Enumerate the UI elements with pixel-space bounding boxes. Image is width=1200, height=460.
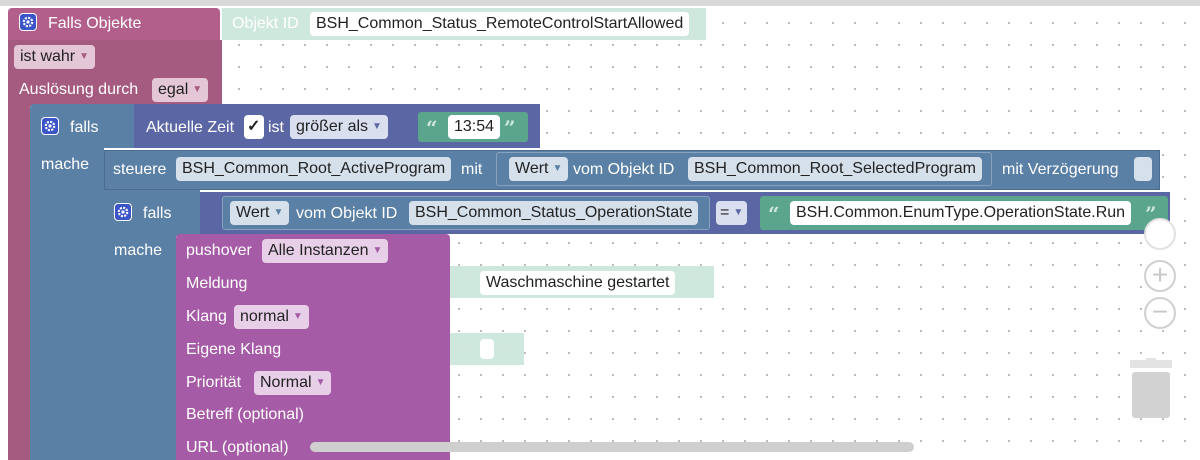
dropdown-arrow-icon: ▼	[372, 121, 382, 132]
source-object-field[interactable]: BSH_Common_Root_SelectedProgram	[688, 157, 982, 181]
of-object-label: vom Objekt ID	[296, 205, 398, 222]
delay-label: mit Verzögerung	[1002, 161, 1119, 178]
sound-dropdown[interactable]: normal▼	[234, 305, 309, 329]
quote-close-icon: ”	[500, 339, 512, 363]
custom-sound-label: Eigene Klang	[186, 341, 282, 358]
message-field[interactable]: Waschmaschine gestartet	[480, 271, 676, 295]
time-label: Aktuelle Zeit	[146, 119, 235, 136]
priority-dropdown[interactable]: Normal▼	[254, 371, 332, 395]
quote-close-icon: ”	[690, 272, 702, 296]
condition-dropdown[interactable]: ist wahr▼	[14, 45, 96, 69]
equals-dropdown[interactable]: =▼	[716, 201, 748, 225]
quote-open-icon: “	[460, 272, 472, 296]
operator-dropdown-label: größer als	[296, 118, 369, 136]
workspace-top-strip	[0, 0, 1200, 6]
instance-dropdown[interactable]: Alle Instanzen▼	[262, 239, 389, 263]
delay-checkbox[interactable]	[1134, 157, 1152, 181]
object-id-field[interactable]: BSH_Common_Status_RemoteControlStartAllo…	[310, 12, 690, 36]
trash-icon[interactable]	[1128, 358, 1174, 425]
if-label: falls	[143, 205, 172, 222]
custom-sound-field[interactable]	[480, 339, 494, 359]
do-label: mache	[41, 156, 90, 173]
dropdown-arrow-icon: ▼	[372, 245, 383, 256]
state-object-field[interactable]: BSH_Common_Status_OperationState	[409, 201, 699, 225]
event-title: Falls Objekte	[48, 15, 142, 32]
reset-zoom-icon[interactable]	[1144, 218, 1176, 250]
is-label: ist	[268, 119, 284, 136]
control-target-field[interactable]: BSH_Common_Root_ActiveProgram	[176, 157, 452, 181]
value-dropdown-label: Wert	[515, 160, 549, 178]
pushover-label: pushover	[186, 242, 252, 259]
quote-open-icon: “	[426, 116, 438, 140]
value-dropdown[interactable]: Wert▼	[509, 157, 569, 181]
trigger-label: Auslösung durch	[19, 81, 139, 98]
trigger-dropdown[interactable]: egal▼	[152, 78, 209, 102]
condition-dropdown-label: ist wahr	[20, 48, 76, 66]
if-label: falls	[70, 119, 99, 136]
value-dropdown-label: Wert	[236, 204, 270, 222]
url-label: URL (optional)	[186, 439, 289, 456]
sound-label: Klang	[186, 308, 227, 325]
with-label: mit	[461, 161, 483, 178]
zoom-in-icon[interactable]: +	[1144, 260, 1176, 292]
quote-open-icon: “	[460, 339, 472, 363]
priority-dropdown-label: Normal	[260, 374, 312, 392]
gear-icon[interactable]	[41, 117, 59, 135]
subject-label: Betreff (optional)	[186, 406, 304, 423]
control-label: steuere	[113, 161, 167, 178]
priority-label: Priorität	[186, 374, 242, 391]
horizontal-scrollbar[interactable]	[310, 442, 914, 452]
dropdown-arrow-icon: ▼	[192, 84, 203, 95]
message-label: Meldung	[186, 275, 248, 292]
dropdown-arrow-icon: ▼	[273, 207, 284, 218]
instance-dropdown-label: Alle Instanzen	[268, 242, 369, 260]
value-dropdown[interactable]: Wert▼	[230, 201, 290, 225]
trigger-dropdown-label: egal	[158, 81, 189, 99]
operator-dropdown[interactable]: größer als▼	[290, 115, 388, 139]
equals-dropdown-label: =	[720, 204, 730, 222]
checkbox-checked[interactable]: ✓	[244, 115, 264, 139]
gear-icon[interactable]	[114, 203, 132, 221]
quote-close-icon: ”	[1145, 202, 1157, 226]
dropdown-arrow-icon: ▼	[733, 207, 744, 218]
gear-icon[interactable]	[19, 13, 37, 31]
zoom-out-icon[interactable]: −	[1144, 297, 1176, 329]
dropdown-arrow-icon: ▼	[315, 377, 326, 388]
sound-dropdown-label: normal	[240, 308, 289, 326]
quote-open-icon: “	[768, 202, 780, 226]
dropdown-arrow-icon: ▼	[552, 163, 563, 174]
state-compare-field[interactable]: BSH.Common.EnumType.OperationState.Run	[790, 201, 1132, 225]
quote-close-icon: ”	[504, 116, 516, 140]
time-field[interactable]: 13:54	[448, 115, 501, 139]
object-id-label: Objekt ID	[232, 15, 299, 32]
dropdown-arrow-icon: ▼	[79, 51, 90, 62]
of-object-label: vom Objekt ID	[573, 161, 675, 178]
dropdown-arrow-icon: ▼	[292, 311, 303, 322]
do-label: mache	[114, 242, 163, 259]
